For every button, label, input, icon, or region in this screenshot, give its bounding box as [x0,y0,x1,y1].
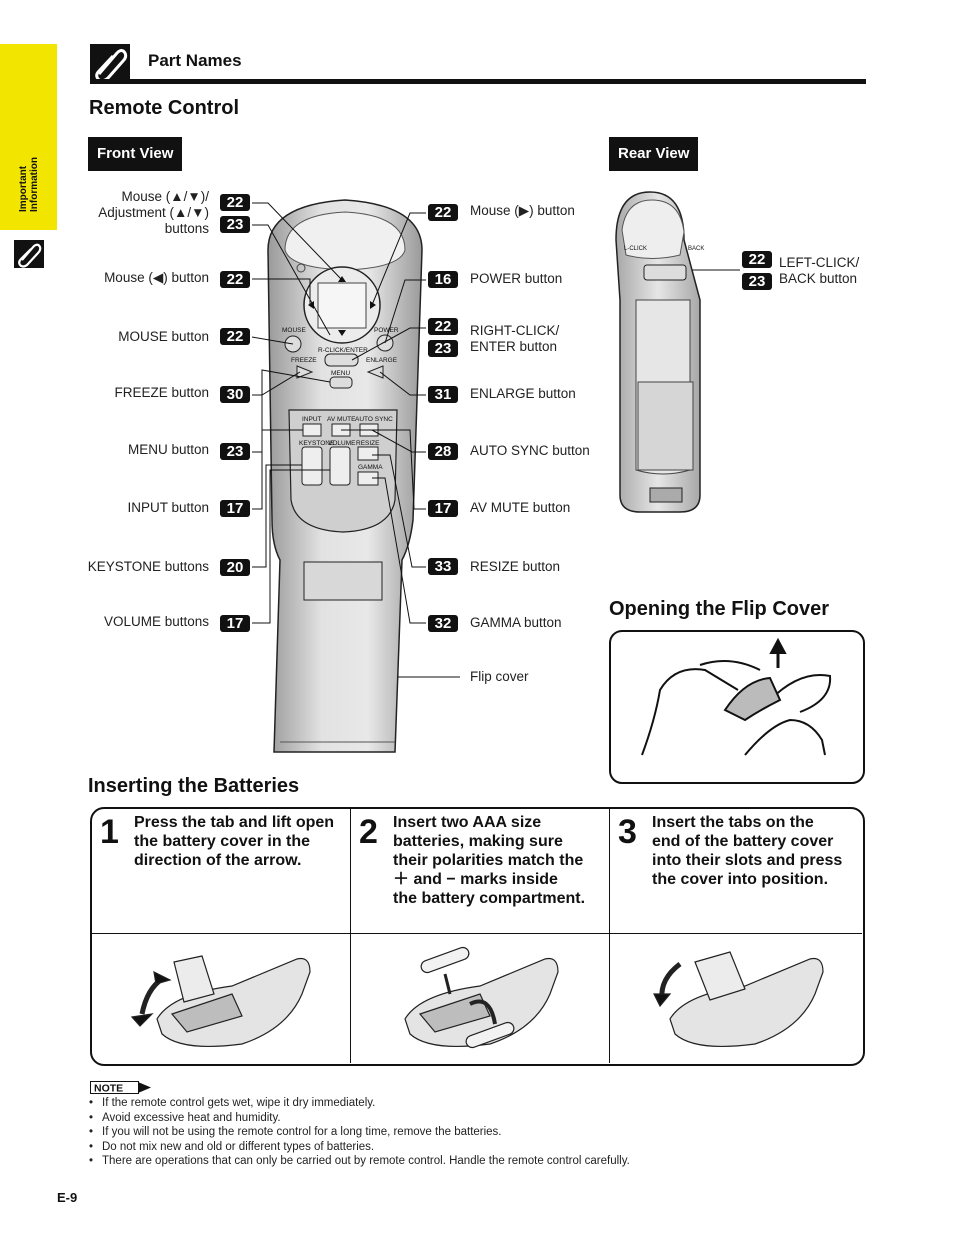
page-ref-badge: 22 [428,318,458,335]
notes-list: If the remote control gets wet, wipe it … [88,1096,630,1169]
battery-step-2-image [404,946,559,1049]
page-ref-badge: 32 [428,615,458,632]
page-ref-badge: 22 [220,328,250,345]
battery-illustrations [130,946,824,1049]
page-ref-badge: 23 [220,443,250,460]
step-text: Insert two AAA size batteries, making su… [393,814,586,907]
page-ref-badge: 22 [220,271,250,288]
page-ref-badge: 17 [428,500,458,517]
remote-text-lclick: L-CLICK [624,246,647,252]
page-ref-badge: 33 [428,558,458,575]
remote-text-mouse: MOUSE [282,327,307,334]
remote-text-rclick: R-CLICK/ENTER [318,347,368,354]
remote-text-enlarge: ENLARGE [366,357,398,364]
side-section-tab: Important Information [0,44,57,268]
remote-text-power: POWER [374,327,399,334]
label-right-click-enter-button: RIGHT-CLICK/ ENTER button [470,323,560,354]
label-mouse-button: MOUSE button [118,329,209,344]
note-item: There are operations that can only be ca… [88,1154,630,1169]
note-arrow-icon: NOTE [90,1081,151,1095]
side-tab-text: Important Information [18,157,40,212]
remote-text-freeze: FREEZE [291,357,317,364]
remote-control-heading: Remote Control [89,97,239,119]
page-ref-badge: 30 [220,386,250,403]
page-ref-badge: 22 [742,251,772,268]
page-ref-badge: 23 [220,216,250,233]
steps-row-divider [92,933,862,934]
label-freeze-button: FREEZE button [114,385,209,400]
battery-step-1: 1 Press the tab and lift open the batter… [92,809,350,1063]
label-left-click-back-button: LEFT-CLICK/ BACK button [779,255,860,286]
label-enlarge-button: ENLARGE button [470,386,576,401]
note-item: If the remote control gets wet, wipe it … [88,1096,630,1111]
step-divider [609,809,610,1063]
step-text: Insert the tabs on the end of the batter… [652,814,843,888]
page-ref-badge: 28 [428,443,458,460]
page-ref-badge: 31 [428,386,458,403]
battery-step-3-image [653,951,824,1048]
remote-text-keystone: KEYSTONE [299,440,335,447]
remote-text-back: BACK [688,246,704,252]
step-number: 1 [100,813,119,851]
battery-step-1-image [130,955,311,1048]
label-flip-cover: Flip cover [470,669,529,684]
step-divider [350,809,351,1063]
page-ref-badge: 16 [428,271,458,288]
label-av-mute-button: AV MUTE button [470,500,571,515]
page-ref-badge: 23 [742,273,772,290]
remote-text-volume: VOLUME [328,440,356,447]
remote-text-gamma: GAMMA [358,464,383,471]
section-title: Part Names [148,51,242,70]
mouse-left-arrow [308,301,314,309]
flip-cover-illustration [641,637,832,756]
front-remote-drawing: MOUSE POWER R-CLICK/ENTER FREEZE ENLARGE… [267,199,423,753]
label-auto-sync-button: AUTO SYNC button [470,443,590,458]
remote-text-resize: RESIZE [356,440,380,447]
step-text: Press the tab and lift open the battery … [134,814,335,869]
battery-steps: 1 Press the tab and lift open the batter… [90,807,865,1066]
battery-step-3: 3 Insert the tabs on the end of the batt… [610,809,862,1063]
page-ref-badge: 17 [220,500,250,517]
page-number: E-9 [57,1190,78,1205]
remote-text-menu: MENU [331,370,350,377]
label-volume-buttons: VOLUME buttons [103,614,209,629]
label-input-button: INPUT button [127,500,209,515]
flip-cover-frame [609,630,865,784]
label-mouse-right-button: Mouse (▶) button [470,203,575,218]
note-item: Avoid excessive heat and humidity. [88,1111,630,1126]
page-ref-badge: 20 [220,559,250,576]
remote-text-autosync: AUTO SYNC [355,416,393,423]
remote-text-avmute: AV MUTE [327,416,356,423]
label-mouse-left-button: Mouse (◀) button [104,270,209,285]
step-number: 2 [359,813,378,851]
remote-text-input: INPUT [302,416,322,423]
flip-cover-heading: Opening the Flip Cover [609,598,830,620]
mouse-down-arrow [338,330,346,336]
step-number: 3 [618,813,637,851]
rear-view-label: Rear View [609,137,699,171]
paperclip-icon [14,240,44,268]
front-view-label: Front View [88,137,183,171]
note-label: NOTE [94,1083,123,1095]
label-menu-button: MENU button [127,442,209,457]
label-power-button: POWER button [470,271,563,286]
paperclip-header-icon [90,44,130,84]
battery-step-2: 2 Insert two AAA size batteries, making … [351,809,609,1063]
mouse-right-arrow [370,301,376,309]
page-ref-badge: 23 [428,340,458,357]
mouse-up-arrow [338,276,346,282]
batteries-heading: Inserting the Batteries [88,775,300,797]
note-item: Do not mix new and old or different type… [88,1140,630,1155]
header-rule [90,79,866,84]
label-keystone-buttons: KEYSTONE buttons [87,559,209,574]
label-resize-button: RESIZE button [470,559,561,574]
page-ref-badge: 22 [428,204,458,221]
note-item: If you will not be using the remote cont… [88,1125,630,1140]
page-ref-badge: 17 [220,615,250,632]
label-mouse-adjust-buttons: Mouse (▲/▼)/ Adjustment (▲/▼) buttons [98,189,209,236]
page-ref-badge: 22 [220,194,250,211]
label-gamma-button: GAMMA button [470,615,562,630]
rear-remote-drawing: L-CLICK BACK [615,191,704,513]
